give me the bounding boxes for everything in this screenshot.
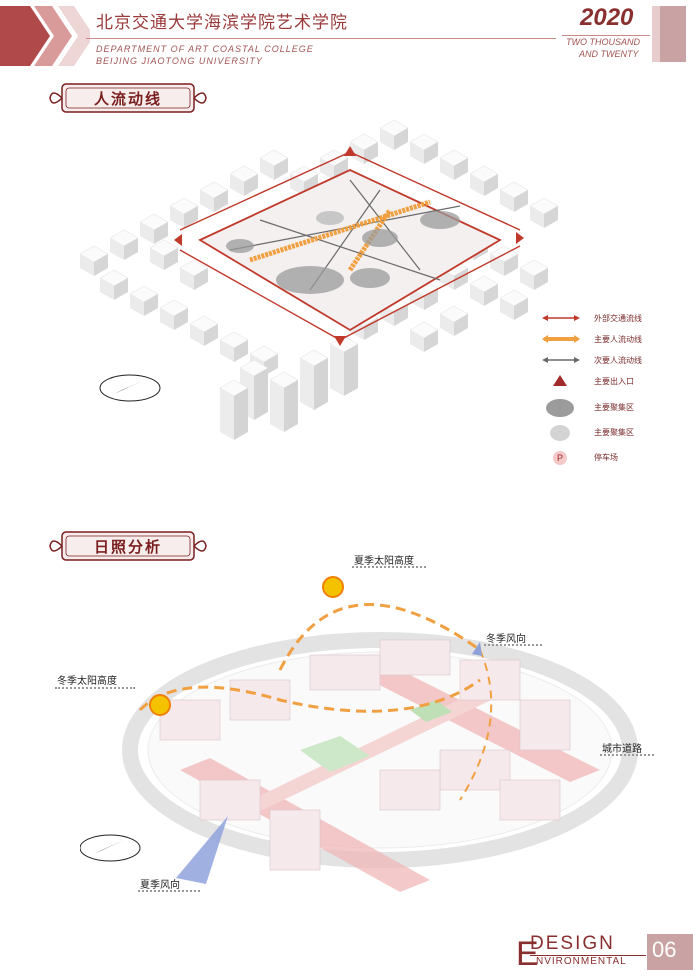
sunlight-analysis-map	[80, 576, 638, 892]
winter-wind-arrow-icon	[472, 642, 482, 656]
gathering-areas	[226, 211, 460, 294]
year-subtitle-line1: TWO THOUSAND	[566, 37, 640, 47]
header-divider	[86, 38, 556, 39]
summer-sun-label: 夏季太阳高度	[354, 556, 414, 567]
compass-icon	[99, 374, 161, 402]
secondary-flow-lines	[229, 179, 461, 291]
green-space	[410, 700, 452, 722]
section-title: 人流动线	[94, 90, 163, 108]
legend-label: 主要聚集区	[594, 403, 634, 412]
section-badge-sunlight: 日照分析	[48, 528, 208, 564]
section-badge-people-flow: 人流动线	[48, 80, 208, 116]
entrance-markers	[174, 146, 524, 346]
winter-wind-label: 冬季风向	[486, 634, 526, 645]
year-subtitle-line2: AND TWENTY	[579, 49, 639, 59]
parking-letter: P	[557, 453, 563, 463]
red-triangle-icon	[553, 375, 567, 386]
ornament-frame-icon	[49, 83, 207, 113]
green-space	[300, 736, 370, 772]
year-divider	[562, 35, 650, 36]
footer-environmental: NVIRONMENTAL	[536, 956, 627, 967]
gray-double-arrow-icon	[542, 357, 580, 363]
header-chevron-decoration	[0, 6, 90, 66]
university-name: BEIJING JIAOTONG UNIVERSITY	[96, 56, 263, 66]
footer-divider	[530, 955, 646, 956]
parking-icon	[553, 451, 567, 465]
red-double-arrow-icon	[542, 315, 580, 321]
page-title: 北京交通大学海滨学院艺术学院	[96, 13, 348, 33]
page-number: 06	[652, 937, 677, 962]
compass-icon	[80, 834, 141, 862]
external-traffic-lines	[179, 151, 521, 341]
orange-double-arrow-icon	[542, 335, 580, 343]
ornament-frame-icon	[49, 531, 207, 561]
label-underline	[55, 687, 135, 689]
summer-wind-arrow-icon	[176, 816, 228, 884]
building-blocks	[159, 639, 571, 871]
label-underline	[600, 754, 654, 756]
corner-decoration-inner	[660, 6, 686, 62]
legend: P 外部交通流线 主要人流动线 次要人流动线 主要出入口 主要聚集区 主要聚集区…	[540, 310, 680, 470]
year-label: 2020	[580, 4, 634, 31]
legend-label: 外部交通流线	[594, 314, 642, 323]
label-underline	[352, 566, 426, 568]
legend-icons: P	[542, 315, 580, 465]
large-crowd-icon	[546, 399, 574, 417]
legend-label: 主要聚集区	[594, 428, 634, 437]
city-road-label: 城市道路	[602, 744, 642, 755]
summer-sun-icon	[322, 576, 344, 598]
summer-sun-arc	[278, 603, 481, 671]
small-crowd-icon	[550, 425, 570, 441]
legend-label: 停车场	[594, 453, 618, 462]
label-underline	[138, 890, 200, 892]
summer-wind-label: 夏季风向	[140, 880, 180, 891]
legend-label: 次要人流动线	[594, 356, 642, 365]
winter-sun-arc	[138, 678, 481, 713]
legend-label: 主要人流动线	[594, 335, 642, 344]
department-name: DEPARTMENT OF ART COASTAL COLLEGE	[96, 44, 314, 54]
winter-sun-label: 冬季太阳高度	[57, 676, 117, 687]
winter-sun-icon	[149, 694, 171, 716]
section-title: 日照分析	[94, 538, 163, 556]
legend-label: 主要出入口	[594, 377, 634, 386]
footer-e-letter: E	[516, 935, 539, 973]
people-flow-map	[79, 119, 559, 441]
footer-design: DESIGN	[530, 933, 615, 954]
page-number-box	[647, 934, 693, 970]
label-underline	[484, 644, 542, 646]
